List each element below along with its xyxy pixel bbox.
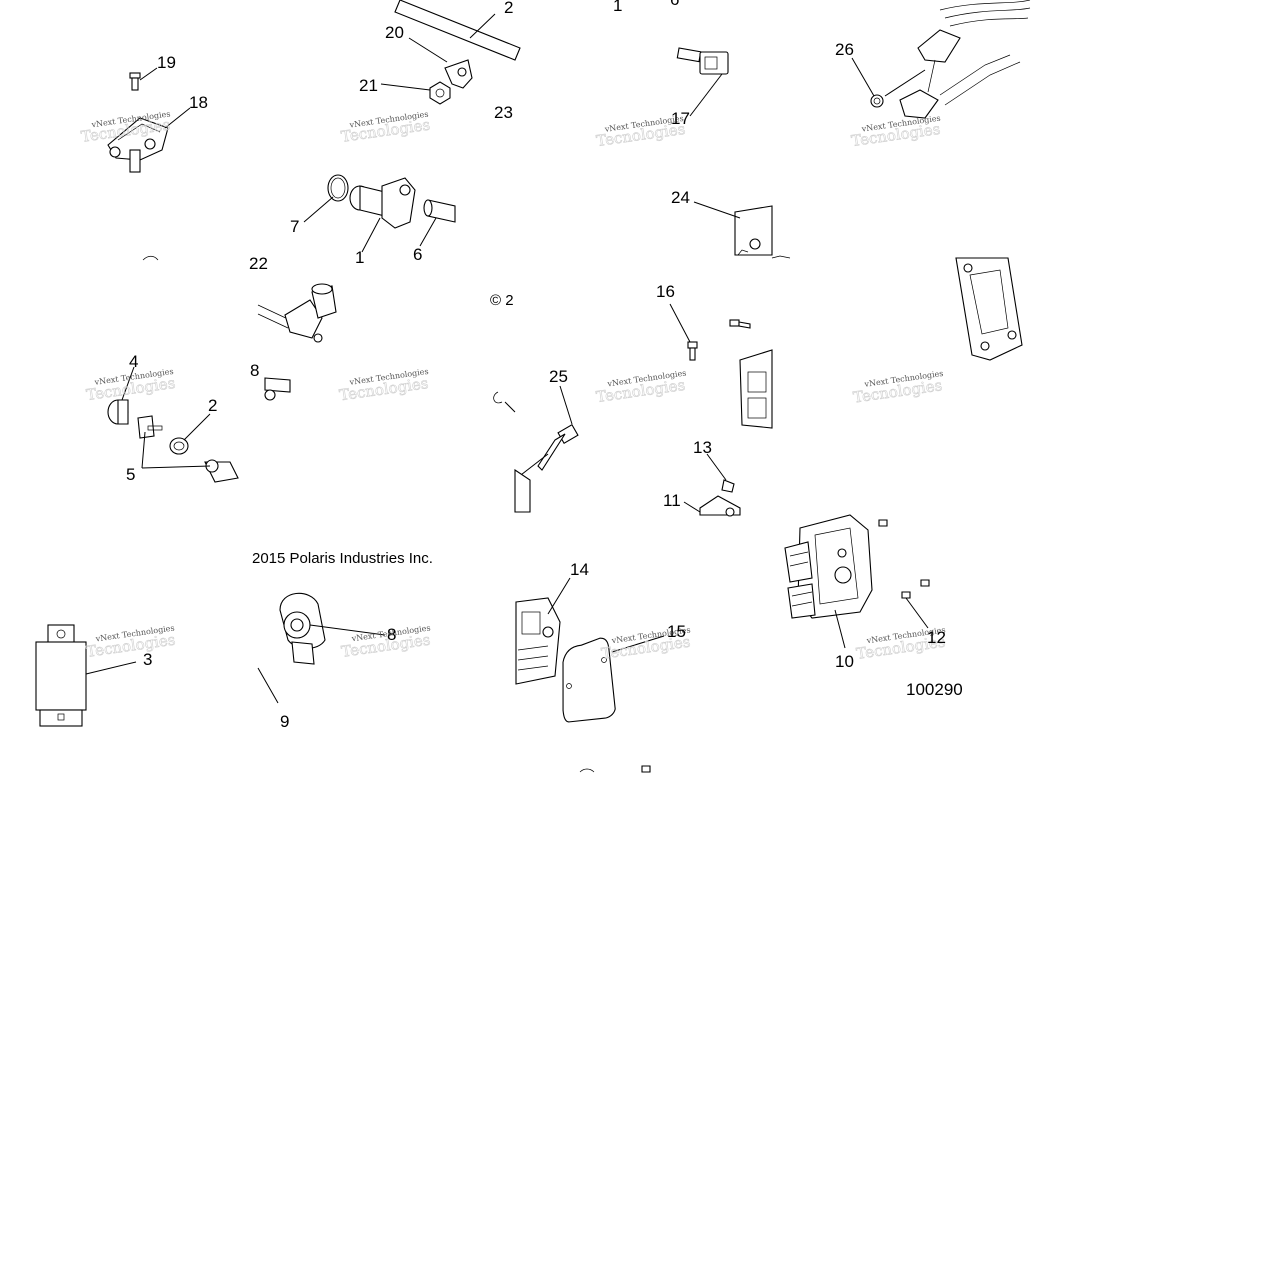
callout-9: 9 (280, 712, 289, 731)
sensor-5 (204, 459, 239, 483)
sensor-18 (107, 117, 169, 173)
bolt-19 (129, 72, 141, 91)
tile-ecu-top (693, 201, 791, 259)
tile-harness (851, 0, 1031, 119)
tile-plug-2-4-5 (107, 366, 239, 483)
tile-bolt-16 (669, 303, 773, 429)
copyright-fragment-1: © 2 (490, 292, 514, 309)
watermark-6: Tecnologies vNext Technologies (338, 367, 430, 405)
callout-14: 14 (570, 560, 589, 579)
callout-21: 21 (359, 76, 378, 95)
sensor-1 (349, 177, 416, 229)
tile-map-sensor (107, 67, 191, 173)
watermark-8: Tecnologies vNext Technologies (852, 369, 944, 407)
callout-6-mid: 6 (413, 245, 422, 264)
copyright-fragment-2: 2015 Polaris Industries Inc. (252, 550, 433, 567)
callout-6-top: 6 (670, 0, 679, 9)
pin-6 (423, 199, 456, 223)
washer-2 (169, 437, 189, 455)
callout-11: 11 (663, 491, 681, 510)
watermark-5: Tecnologies vNext Technologies (85, 367, 177, 405)
callout-5: 5 (126, 465, 135, 484)
tile-cam-sensor (303, 174, 456, 253)
tile-bolt-25 (493, 385, 741, 517)
tile-bracket (955, 257, 1023, 361)
bolt-16a (687, 341, 698, 361)
callout-2-top: 2 (504, 0, 513, 17)
watermark-7: Tecnologies vNext Technologies (595, 368, 687, 406)
tile-module-3 (35, 624, 137, 727)
gasket-15 (562, 637, 616, 723)
callout-23: 23 (494, 103, 513, 122)
callout-8: 8 (387, 625, 396, 644)
callout-12: 12 (927, 628, 946, 647)
callout-20: 20 (385, 23, 404, 42)
callout-8-cut: 8 (250, 361, 259, 380)
bolt-8 (264, 377, 291, 401)
knock-sensor-8 (279, 592, 326, 665)
callout-15: 15 (667, 622, 686, 641)
callout-25: 25 (549, 367, 568, 386)
callout-22: 22 (249, 254, 268, 273)
tile-speed-sensor (257, 283, 337, 401)
tile-knock-sensor (257, 592, 386, 704)
fragment-arc (142, 255, 159, 261)
nut-26 (870, 94, 884, 108)
watermark-4: Tecnologies vNext Technologies (850, 114, 942, 151)
tile-ecu-gasket (515, 577, 665, 773)
callout-19: 19 (157, 53, 176, 72)
callout-17: 17 (671, 109, 690, 128)
callout-10: 10 (835, 652, 854, 671)
callout-18: 18 (189, 93, 208, 112)
tile-temp-sensor (676, 47, 729, 117)
callout-24: 24 (671, 188, 690, 207)
callout-3: 3 (143, 650, 152, 669)
tile-ecu-10 (784, 514, 930, 649)
fragment-screw-b (641, 765, 651, 773)
ecu-10 (784, 514, 873, 619)
bolt-25 (537, 424, 579, 471)
callout-26: 26 (835, 40, 854, 59)
o-ring-7 (327, 174, 349, 202)
callout-7: 7 (290, 217, 299, 236)
callout-13: 13 (693, 438, 712, 457)
callout-2-mid: 2 (208, 396, 217, 415)
figure-number: 100290 (906, 680, 963, 699)
callout-16: 16 (656, 282, 675, 301)
screw-13 (721, 479, 735, 493)
ecu-14 (515, 597, 561, 685)
screws-12 (878, 519, 930, 599)
bolt-16b (729, 319, 751, 329)
tab-5 (137, 415, 163, 439)
watermark-2: Tecnologies vNext Technologies (340, 110, 432, 147)
nut-21 (429, 81, 451, 105)
tile-sensor-tube (380, 0, 521, 105)
callout-labels: 19 18 20 21 2 23 1 6 17 26 7 1 6 24 22 1… (126, 0, 946, 731)
callout-1-mid: 1 (355, 248, 364, 267)
callout-4: 4 (129, 352, 138, 371)
watermark-9: Tecnologies vNext Technologies (85, 623, 177, 661)
clip (493, 391, 503, 404)
fragment-screw-a (579, 768, 595, 773)
callout-1-top: 1 (613, 0, 622, 15)
cap-4 (107, 399, 129, 425)
